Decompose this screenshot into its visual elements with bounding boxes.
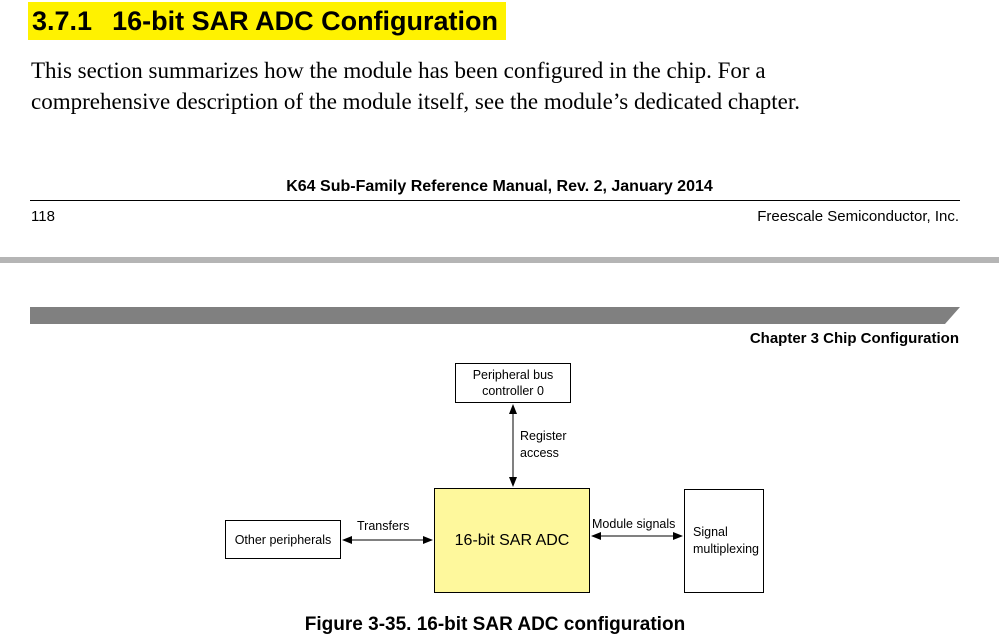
- chapter-header-bar: [30, 307, 960, 324]
- page-number: 118: [31, 208, 55, 225]
- peripheral-bus-controller-block: Peripheral bus controller 0: [455, 363, 571, 403]
- other-peripherals-block: Other peripherals: [225, 520, 341, 559]
- section-body: This section summarizes how the module h…: [31, 55, 971, 117]
- signal-mux-label-2: multiplexing: [693, 542, 760, 556]
- manual-title: K64 Sub-Family Reference Manual, Rev. 2,…: [286, 178, 713, 195]
- signal-mux-label-1: Signal: [693, 525, 728, 539]
- other-peripherals-label: Other peripherals: [234, 532, 332, 547]
- register-access-label: Register access: [520, 428, 567, 462]
- section-number: 3.7.1: [32, 6, 93, 36]
- peripheral-bus-label-2: controller 0: [482, 384, 544, 398]
- page-break-divider: [0, 257, 999, 263]
- peripheral-bus-label-1: Peripheral bus: [472, 368, 554, 382]
- body-line-2: comprehensive description of the module …: [31, 89, 800, 114]
- transfers-label: Transfers: [357, 519, 410, 533]
- adc-block: 16-bit SAR ADC: [434, 488, 590, 593]
- adc-label: 16-bit SAR ADC: [454, 531, 570, 549]
- signal-multiplexing-block: Signal multiplexing: [684, 489, 764, 593]
- module-signals-label: Module signals: [592, 517, 676, 531]
- section-title: 16-bit SAR ADC Configuration: [112, 6, 499, 36]
- section-heading: 3.7.1 16-bit SAR ADC Configuration: [28, 2, 507, 40]
- body-line-1: This section summarizes how the module h…: [31, 58, 766, 83]
- register-label-2: access: [520, 446, 559, 460]
- footer-divider: [30, 200, 960, 201]
- register-label-1: Register: [520, 429, 567, 443]
- company-name: Freescale Semiconductor, Inc.: [757, 208, 959, 225]
- chapter-title: Chapter 3 Chip Configuration: [749, 330, 959, 347]
- figure-caption: Figure 3-35. 16-bit SAR ADC configuratio…: [304, 614, 686, 635]
